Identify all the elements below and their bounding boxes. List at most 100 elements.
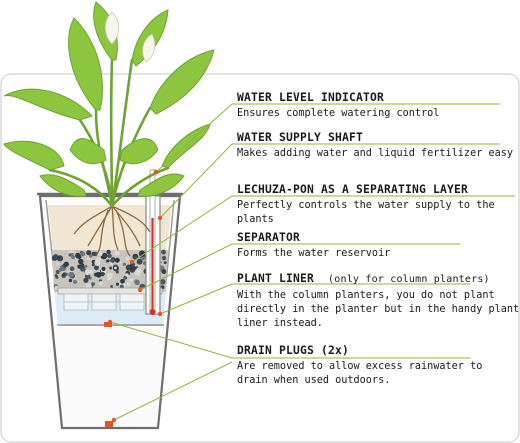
callout-separator: SEPARATOR Forms the water reservoir xyxy=(237,231,390,261)
pon-stone xyxy=(94,259,101,266)
callout-description: Makes adding water and liquid fertilizer… xyxy=(237,148,514,159)
pon-stone xyxy=(63,261,69,267)
leader-lines xyxy=(109,103,515,421)
pon-stone xyxy=(160,279,166,285)
leader-line-drain-plugs xyxy=(109,321,470,359)
pon-stone xyxy=(109,262,113,266)
pon-stone xyxy=(95,271,102,278)
callout-title: SEPARATOR xyxy=(237,231,301,244)
pon-stone xyxy=(84,269,91,276)
callout-description: Ensures complete watering control xyxy=(237,108,440,119)
pon-stone xyxy=(134,269,141,276)
pon-stone xyxy=(64,272,68,276)
pon-stone xyxy=(89,270,94,274)
pon-stone xyxy=(126,282,131,287)
pon-stone xyxy=(70,252,74,257)
leader-line-water-level xyxy=(155,103,500,173)
pon-stone xyxy=(106,259,110,263)
pon-stone xyxy=(110,285,114,288)
pon-stone xyxy=(138,250,146,257)
callout-title: WATER SUPPLY SHAFT xyxy=(237,131,364,144)
pon-stone xyxy=(84,264,88,268)
callout-plant-liner: PLANT LINER (only for column planters) W… xyxy=(237,272,519,331)
callout-water-level-indicator: WATER LEVEL INDICATOR Ensures complete w… xyxy=(237,91,439,121)
pon-stone xyxy=(125,256,130,261)
callout-title: LECHUZA-PON AS A SEPARATING LAYER xyxy=(237,183,469,196)
pointer-dot-drain-lower xyxy=(111,417,117,423)
planter xyxy=(37,169,183,430)
plant xyxy=(3,1,215,257)
pon-stone xyxy=(102,252,108,259)
callout-title-text: PLANT LINER xyxy=(237,272,315,285)
pon-stone xyxy=(86,250,92,256)
pon-stone xyxy=(55,275,59,279)
pon-stone xyxy=(98,281,103,286)
callout-title: PLANT LINER (only for column planters) xyxy=(237,272,519,287)
pon-stone xyxy=(106,249,111,255)
pointer-dot-separator xyxy=(137,287,143,293)
pon-stone xyxy=(109,266,113,270)
pon-stone xyxy=(55,270,60,274)
pon-stone xyxy=(80,251,86,257)
pon-stone xyxy=(115,282,119,286)
pon-stone xyxy=(107,276,111,281)
pon-stone xyxy=(53,254,59,260)
callout-title: WATER LEVEL INDICATOR xyxy=(237,91,385,104)
pointer-dot-pon xyxy=(129,259,135,265)
separator-grid xyxy=(63,293,145,311)
pon-stone xyxy=(97,251,103,257)
pon-stone xyxy=(75,252,81,259)
pon-stone xyxy=(125,273,129,277)
soil-layer xyxy=(48,205,172,252)
callout-description: Forms the water reservoir xyxy=(237,248,391,259)
pon-stone xyxy=(89,254,93,258)
pon-stone xyxy=(83,277,89,283)
pon-stone xyxy=(136,258,143,265)
callout-description: Perfectly controls the water supply to t… xyxy=(237,200,495,225)
plant-stems xyxy=(48,58,170,208)
pon-stone xyxy=(71,255,75,260)
callout-description: Are removed to allow excess rainwater to… xyxy=(237,361,483,386)
pointer-dot-water-level xyxy=(153,169,159,175)
pointer-dots xyxy=(107,169,163,423)
pon-stone xyxy=(140,255,146,261)
plant-leaves xyxy=(3,1,215,197)
pon-stone xyxy=(69,266,75,272)
pon-stone xyxy=(115,270,119,274)
pon-stone xyxy=(101,266,106,271)
leader-line-separator xyxy=(139,243,460,291)
pon-stone xyxy=(134,279,140,285)
pon-stone xyxy=(91,282,95,286)
pointer-dot-drain-upper xyxy=(107,319,113,325)
callout-water-supply-shaft: WATER SUPPLY SHAFT Makes adding water an… xyxy=(237,131,513,161)
pon-stone xyxy=(73,279,77,284)
pon-stone xyxy=(84,273,91,280)
pon-stone xyxy=(120,278,125,284)
leader-line-pon xyxy=(131,195,515,263)
pon-stone xyxy=(94,265,99,271)
drain-plug-lower xyxy=(105,421,113,427)
leader-line-plant-liner xyxy=(159,283,470,315)
pon-stone xyxy=(91,251,96,256)
drain-plug-upper xyxy=(104,322,112,327)
leader-line-drain-plugs-lower xyxy=(113,361,233,421)
callout-note: (only for column planters) xyxy=(328,274,490,285)
pon-stone xyxy=(114,257,120,263)
pon-stone xyxy=(68,278,73,283)
plant-roots xyxy=(73,205,151,257)
pon-stone xyxy=(163,261,167,264)
pon-stone xyxy=(161,249,166,255)
pon-stone xyxy=(114,250,120,256)
pointer-dot-supply-shaft xyxy=(157,215,163,221)
pon-stone xyxy=(78,258,84,265)
callout-lechuza-pon: LECHUZA-PON AS A SEPARATING LAYER Perfec… xyxy=(237,183,520,227)
callout-drain-plugs: DRAIN PLUGS (2x) Are removed to allow ex… xyxy=(237,344,482,388)
pon-stone xyxy=(91,263,95,267)
pon-stone xyxy=(86,257,90,261)
pon-stone xyxy=(161,255,167,261)
pon-stone xyxy=(132,254,138,260)
pon-stone xyxy=(107,253,112,259)
callout-description: With the column planters, you do not pla… xyxy=(237,290,520,329)
pon-stone xyxy=(123,275,128,280)
